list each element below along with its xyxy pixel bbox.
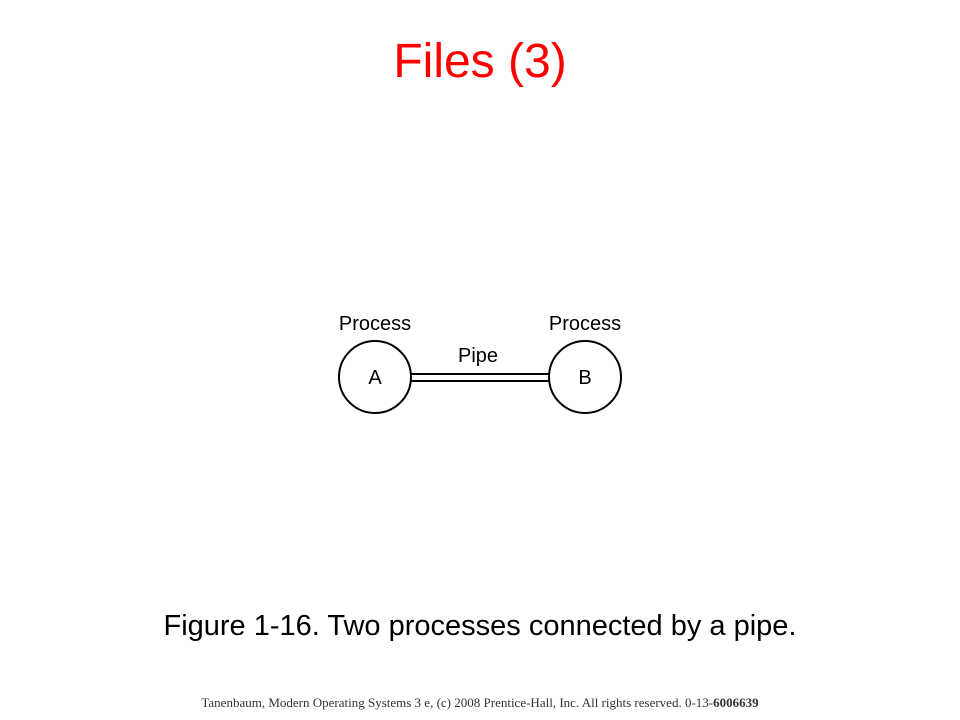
footer-isbn-suffix: 6006639 [713,695,759,710]
process-a-label: A [368,367,382,389]
process-b-circle [548,340,622,414]
process-a-caption: Process [339,313,411,335]
slide-title: Files (3) [393,35,567,88]
pipe-diagram: Process Process Pipe A B [338,313,622,414]
copyright-footer: Tanenbaum, Modern Operating Systems 3 e,… [0,694,960,712]
figure-caption: Figure 1-16. Two processes connected by … [163,610,797,642]
pipe-label: Pipe [458,345,498,367]
footer-text: Tanenbaum, Modern Operating Systems 3 e,… [201,695,714,710]
process-b-caption: Process [549,313,621,335]
process-a-circle [338,340,412,414]
process-b-label: B [578,367,591,389]
